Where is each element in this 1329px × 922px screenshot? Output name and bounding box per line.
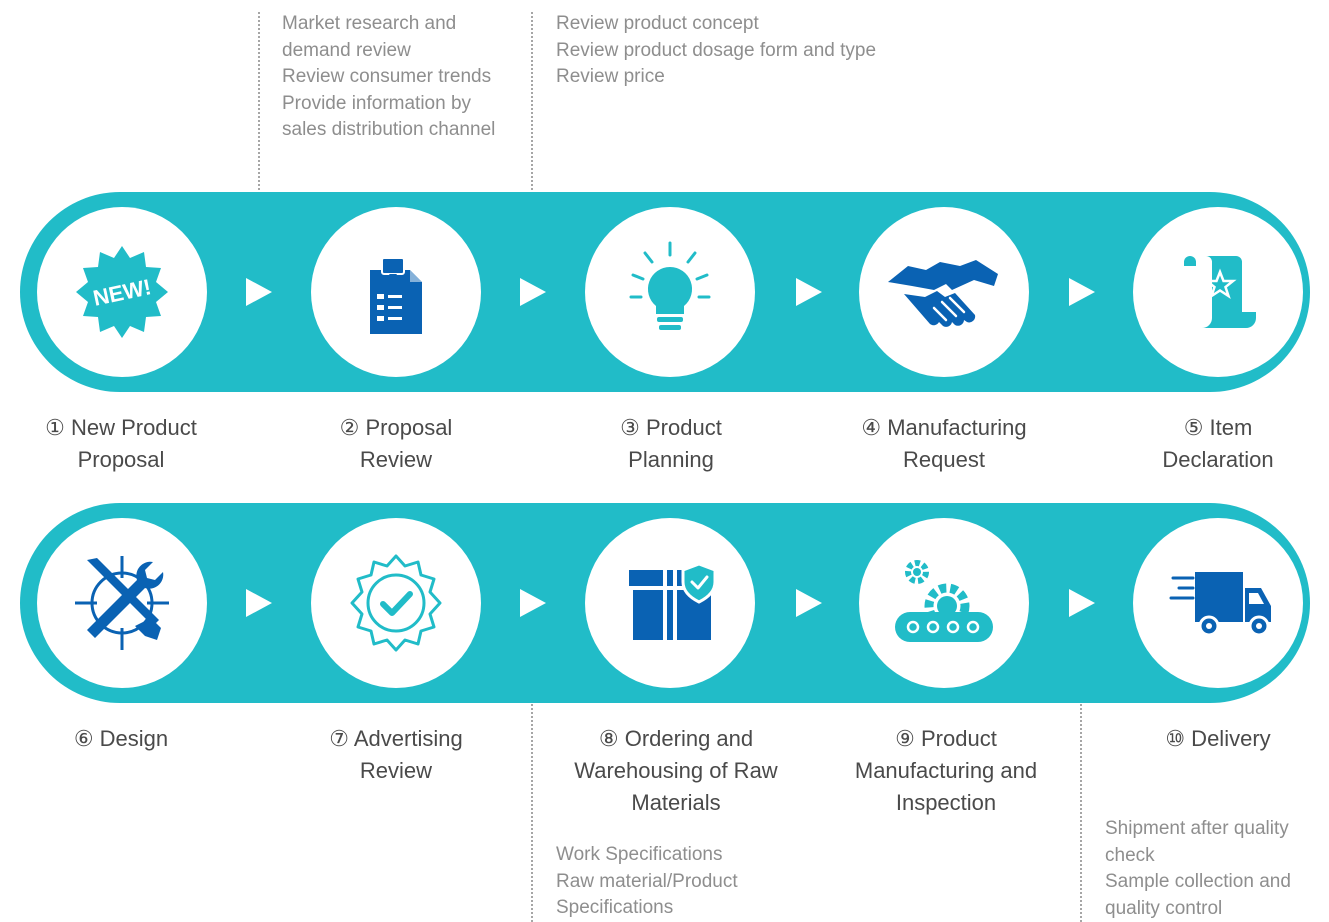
step-circle-new-product-proposal: NEW! <box>37 207 207 377</box>
step-label-item-declaration: ⑤ Item Declaration <box>1162 415 1274 472</box>
flow-arrow <box>1069 589 1095 617</box>
note-line: Specifications <box>556 897 674 918</box>
box-shield-icon <box>629 562 717 640</box>
note-line: sales distribution channel <box>282 119 496 140</box>
note-line: Review product dosage form and type <box>556 39 877 61</box>
step-circle-ordering-warehousing <box>585 518 755 688</box>
step-circle-proposal-review <box>311 207 481 377</box>
step-label-delivery: ⑩ Delivery <box>1165 726 1271 751</box>
handshake-icon <box>888 260 998 327</box>
note-line: Review price <box>556 66 665 87</box>
note-line: Sample collection and <box>1105 871 1291 892</box>
lightbulb-icon <box>629 241 711 330</box>
connector-line-proposal-review <box>258 12 260 282</box>
new-badge-icon: NEW! <box>76 246 168 338</box>
note-delivery: Shipment after quality check Sample coll… <box>1105 816 1291 922</box>
approval-badge-icon <box>350 554 442 652</box>
note-line: demand review <box>282 39 411 61</box>
note-line: Shipment after quality <box>1105 818 1289 839</box>
connector-line-ordering <box>531 608 533 922</box>
note-line: check <box>1105 844 1155 866</box>
note-proposal-review: Market research and demand review Review… <box>282 11 495 144</box>
step-label-new-product-proposal: ① New Product Proposal <box>45 415 197 472</box>
step-circle-manufacturing-request <box>859 207 1029 377</box>
step-label-ordering-warehousing: ⑧ Ordering and Warehousing of Raw Materi… <box>574 726 778 815</box>
note-line: Provide information by <box>282 92 472 114</box>
note-line: Market research and <box>282 13 457 34</box>
note-ordering: Work Specifications Raw material/Product… <box>556 842 738 922</box>
flow-arrow <box>520 589 546 617</box>
step-circle-item-declaration <box>1133 207 1303 377</box>
wrench-pencil-icon <box>75 556 169 650</box>
note-line: Review consumer trends <box>282 66 492 87</box>
step-circle-product-planning <box>585 207 755 377</box>
connector-line-product-planning <box>531 12 533 282</box>
note-line: quality control <box>1105 897 1223 919</box>
step-circle-delivery <box>1133 518 1303 688</box>
step-label-proposal-review: ② Proposal Review <box>339 415 453 472</box>
delivery-truck-icon <box>1169 572 1271 637</box>
note-line: Review product concept <box>556 13 759 34</box>
step-label-design: ⑥ Design <box>73 726 169 751</box>
step-label-manufacturing-request: ④ Manufacturing Request <box>861 415 1027 472</box>
note-line: Raw material/Product <box>556 870 738 892</box>
step-label-manufacturing-inspection: ⑨ Product Manufacturing and Inspection <box>854 726 1038 815</box>
step-label-advertising-review: ⑦ Advertising Review <box>329 726 463 783</box>
step-circle-manufacturing-inspection <box>859 518 1029 688</box>
flow-arrow <box>246 278 272 306</box>
note-product-planning: Review product concept Review product do… <box>556 11 876 91</box>
flow-arrow <box>520 278 546 306</box>
note-line: Work Specifications <box>556 844 723 865</box>
flow-arrow <box>246 589 272 617</box>
document-star-icon <box>1184 256 1256 328</box>
flow-arrow <box>1069 278 1095 306</box>
step-label-product-planning: ③ Product Planning <box>620 415 722 472</box>
checklist-icon <box>370 257 422 334</box>
flow-arrow <box>796 589 822 617</box>
step-circle-advertising-review <box>311 518 481 688</box>
flow-arrow <box>796 278 822 306</box>
conveyor-gear-icon <box>895 560 993 642</box>
connector-line-delivery <box>1080 608 1082 922</box>
step-circle-design <box>37 518 207 688</box>
